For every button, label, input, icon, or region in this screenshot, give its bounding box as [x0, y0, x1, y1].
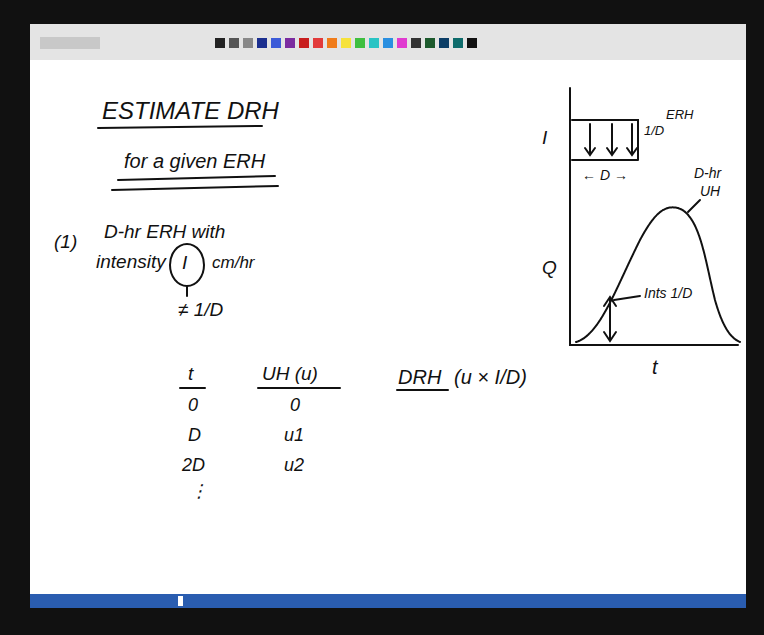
rainfall-block: [572, 120, 638, 160]
circle-mark: [170, 244, 204, 286]
subtitle-text: for a given ERH: [124, 150, 265, 172]
table-cell: D: [188, 426, 201, 446]
curve-label: D-hr: [694, 166, 721, 181]
table-cell: 0: [188, 396, 198, 416]
rain-arrows: [585, 124, 637, 155]
axis-label: I: [542, 128, 547, 149]
note-text: ≠ 1/D: [178, 300, 223, 321]
subtitle-underline: [112, 186, 278, 190]
axis-label: Q: [542, 258, 557, 279]
color-palette: [40, 37, 477, 49]
title-text: ESTIMATE DRH: [102, 98, 279, 124]
item-number: (1): [54, 232, 77, 253]
table-header: t: [188, 364, 193, 385]
note-text: D-hr ERH with: [104, 222, 225, 243]
table-cell: u2: [284, 456, 304, 476]
graph-note: Ints 1/D: [644, 286, 692, 301]
term-underline: [397, 389, 448, 391]
table-cell: ⋮: [190, 482, 208, 502]
column-underline: [180, 387, 205, 389]
axis-label: t: [652, 356, 658, 378]
table-header: UH (u): [262, 364, 318, 385]
unit-label: cm/hr: [212, 254, 255, 273]
table-cell: u1: [284, 426, 304, 446]
note-text: intensity: [96, 252, 166, 273]
symbol-label: I: [182, 253, 187, 274]
leader-line: [614, 296, 640, 300]
handwriting-strokes: [98, 88, 740, 390]
pointer-stroke: [186, 287, 188, 296]
toolbar: [30, 24, 746, 60]
column-underline: [258, 387, 340, 389]
graph-note: 1/D: [644, 124, 664, 138]
title-underline: [98, 126, 262, 128]
canvas: [30, 24, 746, 594]
table-cell: 2D: [182, 456, 205, 476]
leader-line: [688, 200, 700, 212]
duration-label: ← D →: [582, 168, 628, 183]
formula-text: (u × I/D): [454, 366, 527, 388]
axes: [570, 88, 738, 345]
subtitle-underline: [118, 176, 275, 180]
graph-note: ERH: [666, 108, 693, 122]
curve-label: UH: [700, 184, 720, 199]
status-bar: [30, 594, 746, 608]
hydrograph-curve: [576, 207, 740, 342]
table-cell: 0: [290, 396, 300, 416]
term-label: DRH: [398, 366, 441, 388]
scroll-thumb: [178, 596, 183, 606]
ordinate-arrow: [604, 297, 616, 341]
